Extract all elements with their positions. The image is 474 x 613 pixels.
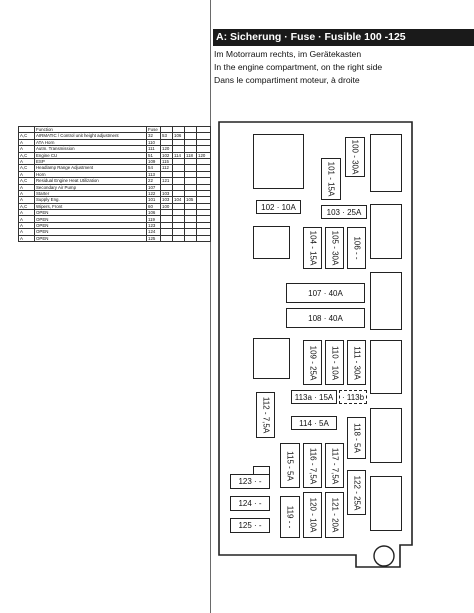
location-english: In the engine compartment, on the right … [214, 62, 383, 72]
fuse-107: 107 · 40A [286, 283, 365, 303]
location-german: Im Motorraum rechts, im Gerätekasten [214, 49, 362, 59]
relay-slot [253, 226, 290, 259]
fuse-121: 121 - 20A [325, 492, 344, 538]
relay-slot [370, 134, 402, 192]
fuse-100: 100 - 30A [345, 137, 365, 177]
fuse-101: 101 - 15A [321, 158, 341, 200]
table-cell: A [18, 234, 35, 243]
page-divider [210, 0, 211, 613]
relay-slot [370, 408, 402, 463]
fuse-102: 102 · 10A [256, 200, 301, 214]
relay-slot [370, 272, 402, 330]
fuse-116: 116 - 7,5A [303, 443, 322, 488]
table-cell: 125 [146, 234, 161, 243]
table-cell [184, 234, 197, 243]
table-cell [172, 234, 185, 243]
table-cell [196, 234, 211, 243]
fuse-115: 115 - 5A [280, 443, 300, 488]
fuse-108: 108 · 40A [286, 308, 365, 328]
fuse-113b: · 113b [339, 390, 367, 404]
table-cell [160, 234, 173, 243]
fuse-109: 109 - 25A [303, 340, 322, 385]
fuse-125: 125 · - [230, 518, 270, 533]
fuse-104: 104 - 15A [303, 227, 322, 269]
fuse-114: 114 · 5A [291, 416, 337, 430]
relay-slot [253, 134, 304, 189]
fuse-110: 110 - 10A [325, 340, 344, 385]
fuse-112: 112 - 7,5A [256, 392, 275, 438]
fuse-105: 105 - 30A [325, 227, 344, 269]
fuse-122: 122 - 25A [347, 470, 366, 515]
page-title: A: Sicherung · Fuse · Fusible 100 -125 [213, 29, 474, 46]
relay-slot [370, 340, 402, 394]
fuse-118: 118 - 5A [347, 417, 366, 459]
fuse-123: 123 · - [230, 474, 270, 489]
table-cell: OPEN [34, 234, 147, 243]
fuse-119: 119 - - [280, 496, 300, 538]
relay-slot [370, 476, 402, 531]
location-french: Dans le compartiment moteur, à droite [214, 75, 360, 85]
relay-slot [370, 204, 402, 259]
fuse-117: 117 - 7,5A [325, 443, 344, 488]
fuse-106: 106 - - [347, 227, 366, 269]
fuse-103: 103 · 25A [321, 205, 367, 219]
fuse-124: 124 · - [230, 496, 270, 511]
fuse-113a: 113a · 15A [291, 390, 337, 404]
fuse-120: 120 - 10A [303, 492, 322, 538]
relay-slot [253, 338, 290, 379]
fuse-111: 111 - 30A [347, 340, 366, 385]
